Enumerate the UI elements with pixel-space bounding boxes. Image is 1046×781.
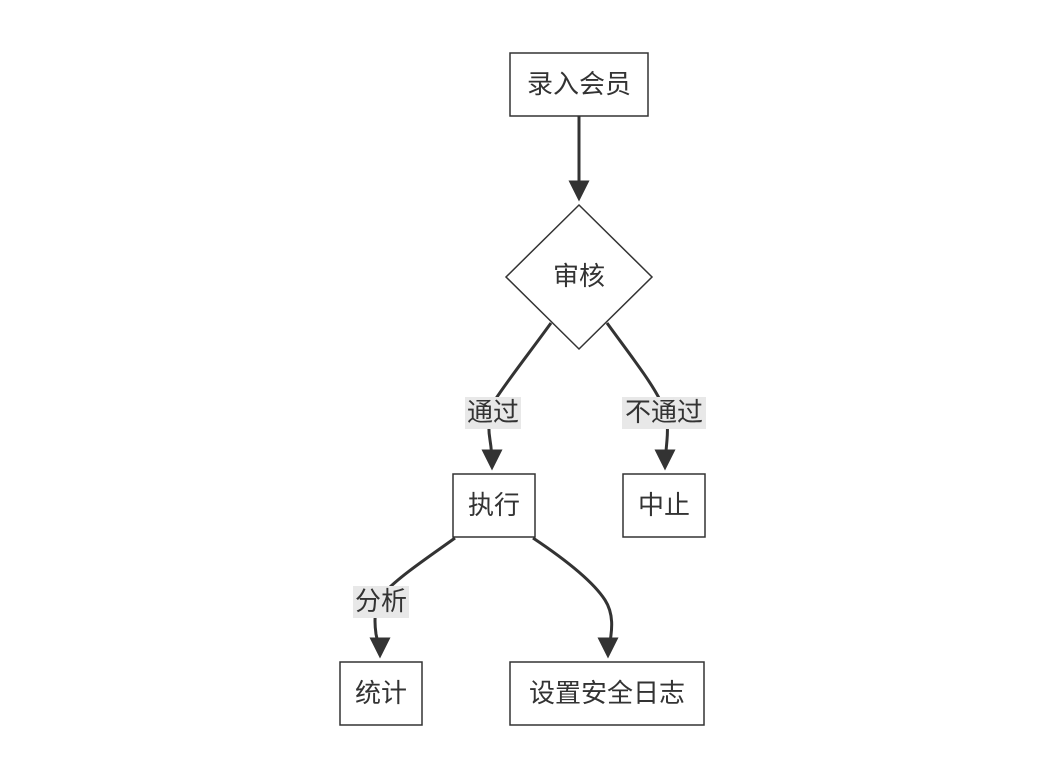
node-review-label: 审核 — [553, 262, 605, 292]
node-security-log-label: 设置安全日志 — [529, 679, 685, 709]
edge-label-fail-text: 不通过 — [625, 398, 703, 428]
node-statistics-label: 统计 — [355, 679, 407, 709]
node-terminate-label: 中止 — [638, 491, 690, 521]
edge-label-fail: 不通过 — [622, 397, 706, 429]
node-execute-label: 执行 — [468, 491, 520, 521]
edge-label-analyze: 分析 — [353, 586, 409, 618]
edge-label-analyze-text: 分析 — [355, 587, 407, 617]
edge-execute-to-security-log — [532, 536, 619, 659]
edge-review-to-terminate — [605, 322, 676, 471]
node-statistics: 统计 — [339, 661, 423, 726]
node-review-decision: 审核 — [504, 203, 654, 351]
node-security-log: 设置安全日志 — [509, 661, 705, 726]
edge-label-pass-text: 通过 — [467, 398, 519, 428]
node-execute: 执行 — [452, 473, 536, 538]
edge-label-pass: 通过 — [465, 397, 521, 429]
node-terminate: 中止 — [622, 473, 706, 538]
node-enter-member-label: 录入会员 — [527, 70, 631, 100]
node-enter-member: 录入会员 — [509, 52, 649, 117]
edge-review-to-execute — [481, 322, 553, 471]
